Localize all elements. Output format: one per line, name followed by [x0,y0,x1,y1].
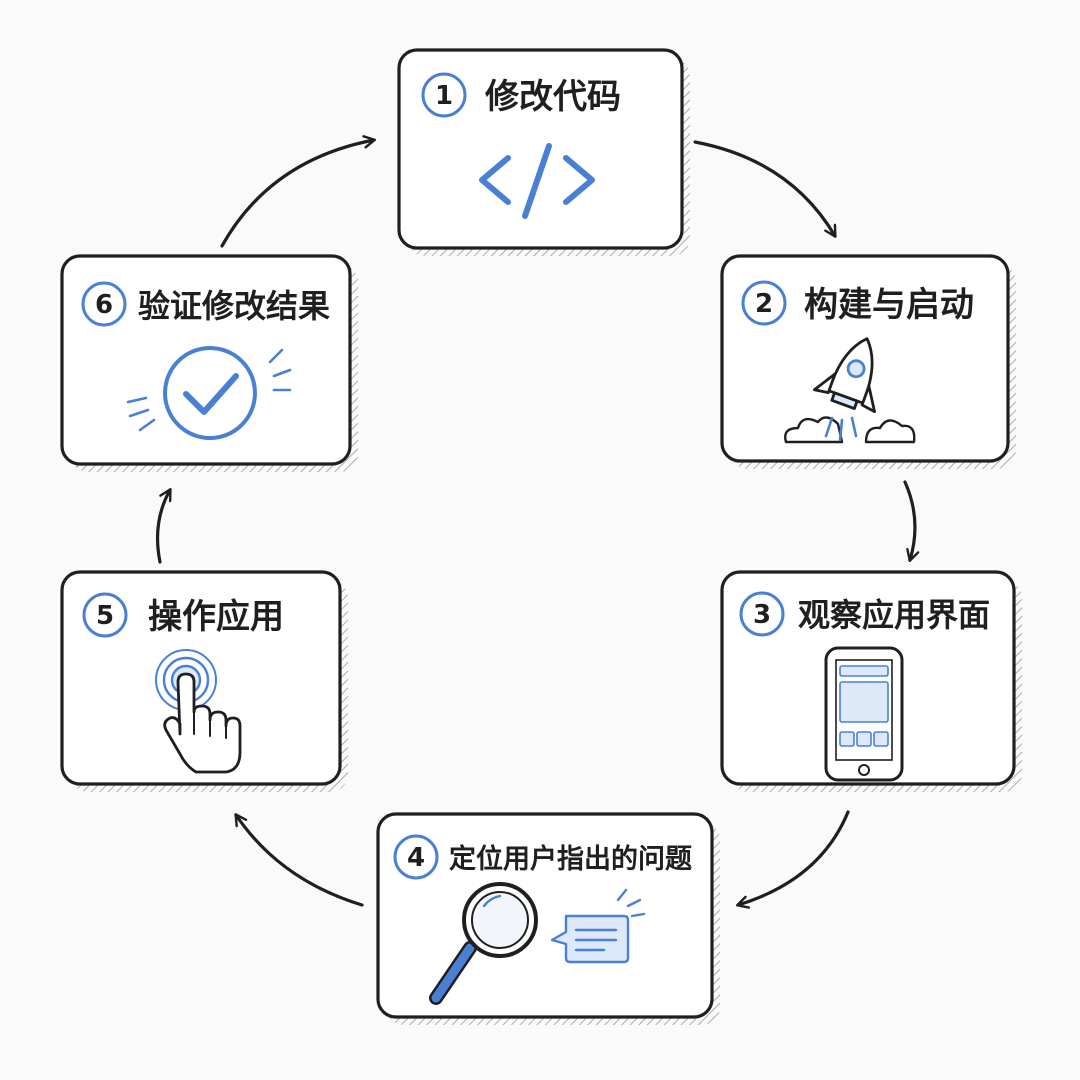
arrow-step5-to-step6 [155,488,172,564]
magnifier-chat-icon [429,882,646,1005]
step-title-5: 操作应用 [148,597,284,637]
arrow-step3-to-step4 [736,810,850,909]
step-number-badge-5 [82,592,128,638]
step-title-1: 修改代码 [484,77,621,117]
arrow-step2-to-step3 [903,480,920,562]
step-card-4: 4 定位用户指出的问题 [376,812,720,1025]
mobile-phone-icon [824,646,904,782]
arrow-step6-to-step1 [220,135,376,248]
step-number-badge-1 [421,72,467,118]
step-number-4: 4 [407,843,425,873]
cycle-arrows [155,135,920,909]
check-circle-icon [126,346,292,440]
tap-hand-icon [155,649,242,774]
step-number-3: 3 [753,600,771,630]
rocket-icon [784,337,916,444]
step-title-6: 验证修改结果 [138,287,330,325]
step-title-3: 观察应用界面 [798,596,990,634]
step-number-6: 6 [95,290,113,320]
code-brackets-icon [479,143,595,219]
step-card-1: 1 修改代码 [397,48,690,256]
step-title-2: 构建与启动 [804,285,974,325]
step-card-6: 6 验证修改结果 [60,254,358,472]
step-number-1: 1 [435,81,453,111]
step-number-badge-6 [81,281,127,327]
step-card-3: 3 观察应用界面 [720,570,1022,792]
arrow-step4-to-step5 [234,813,364,907]
step-card-2: 2 构建与启动 [720,254,1016,469]
step-number-badge-2 [741,280,787,326]
step-number-badge-3 [739,591,785,637]
step-title-4: 定位用户指出的问题 [449,843,692,875]
arrow-step1-to-step2 [693,140,837,238]
step-number-2: 2 [755,289,773,319]
step-number-badge-4 [393,834,439,880]
step-number-5: 5 [96,601,114,631]
step-card-5: 5 操作应用 [60,570,348,792]
